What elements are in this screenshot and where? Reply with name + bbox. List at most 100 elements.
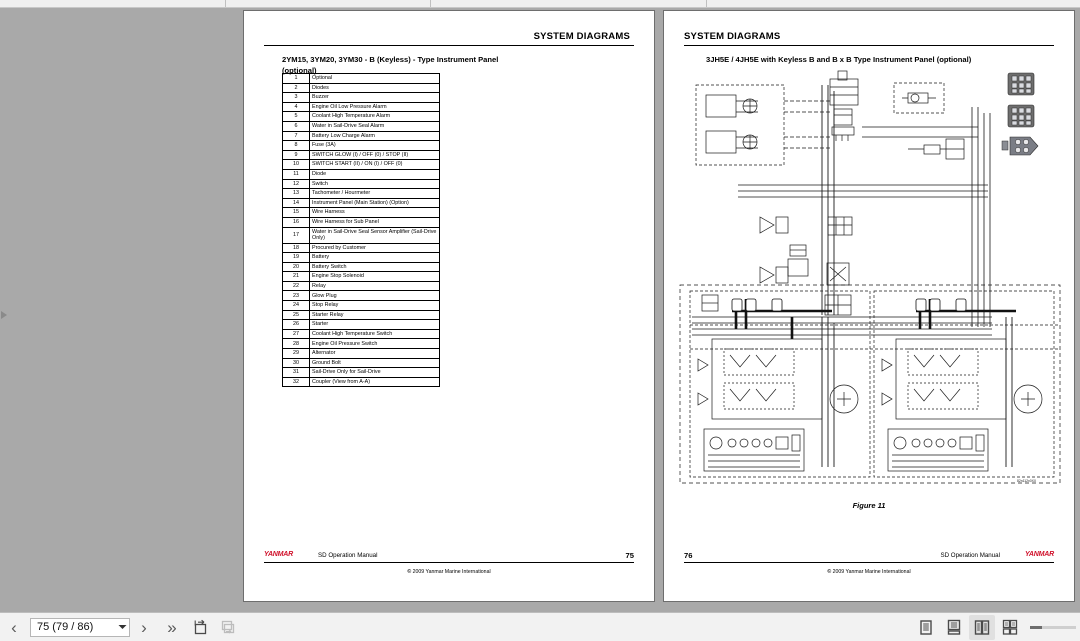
legend-number: 6 [282,120,310,132]
footer-page-number: 75 [625,551,634,560]
legend-number: 1 [282,73,310,84]
page-number-select[interactable]: 75 (79 / 86) [30,617,130,637]
legend-number: 13 [282,188,310,199]
legend-label: Procured by Customer [309,242,440,254]
fit-width-button[interactable] [215,615,241,640]
continuous-view-button[interactable] [941,615,967,640]
legend-number: 18 [282,242,310,254]
page-left[interactable]: SYSTEM DIAGRAMS 2YM15, 3YM20, 3YM30 - B … [243,10,655,602]
figure-caption: Figure 11 [852,501,886,510]
single-page-view-icon [920,620,932,635]
collapse-panel-arrow-icon[interactable] [0,308,9,322]
single-page-view-button[interactable] [913,615,939,640]
window-top-strip [0,0,1080,8]
fit-page-button[interactable] [187,615,213,640]
chevron-left-icon: ‹ [11,617,17,637]
copyright-line-right: © 2009 Yanmar Marine International [664,569,1074,575]
legend-number: 4 [282,101,310,113]
legend-label: SWITCH GLOW (I) / OFF (0) / STOP (II) [309,149,440,161]
document-viewport[interactable]: SYSTEM DIAGRAMS 2YM15, 3YM20, 3YM30 - B … [0,8,1080,612]
fit-page-icon [194,619,206,635]
page-indicator-value: 75 (79 / 86) [37,621,94,633]
legend-number: 29 [282,348,310,359]
legend-number: 22 [282,280,310,292]
legend-label: Battery Low Charge Alarm [309,130,440,142]
next-page-button[interactable]: › [131,615,157,640]
copyright-symbol: © [407,569,412,575]
legend-label: Tachometer / Hourmeter [309,188,440,199]
legend-number: 9 [282,149,310,161]
footer-manual-title: SD Operation Manual [318,552,378,559]
legend-label: Coupler (View from A-A) [309,376,440,388]
page-footer-right: YANMAR SD Operation Manual 76 [684,551,1054,563]
legend-label: Water in Sail-Drive Seal Sensor Amplifie… [309,226,440,244]
footer-page-number: 76 [684,551,693,560]
legend-number: 21 [282,271,310,282]
legend-label: SWITCH START (II) / ON (I) / OFF (0) [309,159,440,170]
legend-number: 19 [282,252,310,263]
legend-label: Diode [309,168,440,180]
legend-number: 25 [282,309,310,321]
legend-label: Starter [309,319,440,330]
legend-label: Battery [309,252,440,263]
legend-label: Sail-Drive Only for Sail-Drive [309,367,440,378]
legend-label: Buzzer [309,92,440,103]
last-page-button[interactable]: » [159,615,185,640]
legend-label: Engine Oil Pressure Switch [309,338,440,350]
diagram-code: 82n112x0XX [1017,479,1037,483]
two-page-continuous-view-button[interactable] [997,615,1023,640]
legend-number: 10 [282,159,310,170]
legend-label: Alternator [309,348,440,359]
legend-number: 27 [282,328,310,340]
two-page-view-button[interactable] [969,614,995,640]
header-rule-left [264,45,634,46]
legend-label: Relay [309,280,440,292]
previous-page-button[interactable]: ‹ [1,615,27,640]
legend-number: 20 [282,261,310,273]
legend-label: Wire Harness for Sub Panel [309,216,440,228]
legend-number: 7 [282,130,310,142]
legend-number: 32 [282,376,310,388]
legend-label: Wire Harness [309,207,440,218]
yanmar-logo: YANMAR [264,551,294,558]
two-page-continuous-view-icon [1002,619,1018,635]
legend-label: Coolant High Temperature Alarm [309,111,440,122]
continuous-view-icon [947,619,961,635]
legend-number: 11 [282,168,310,180]
bottom-toolbar: ‹ 75 (79 / 86) › » [0,612,1080,641]
zoom-slider[interactable] [1030,625,1076,629]
legend-number: 8 [282,140,310,151]
legend-number: 17 [282,226,310,244]
legend-number: 2 [282,82,310,94]
zoom-slider-track[interactable] [1030,625,1076,629]
page-right[interactable]: SYSTEM DIAGRAMS 3JH5E / 4JH5E with Keyle… [663,10,1075,602]
legend-number: 23 [282,290,310,302]
fit-width-icon [221,620,234,634]
legend-label: Fuse (3A) [309,140,440,151]
running-head-left: SYSTEM DIAGRAMS [533,31,630,42]
chevron-down-icon[interactable] [115,619,129,636]
legend-label: Stop Relay [309,300,440,311]
legend-number: 31 [282,367,310,378]
footer-manual-title: SD Operation Manual [940,552,1000,559]
yanmar-logo: YANMAR [1024,551,1054,558]
legend-number: 12 [282,178,310,190]
